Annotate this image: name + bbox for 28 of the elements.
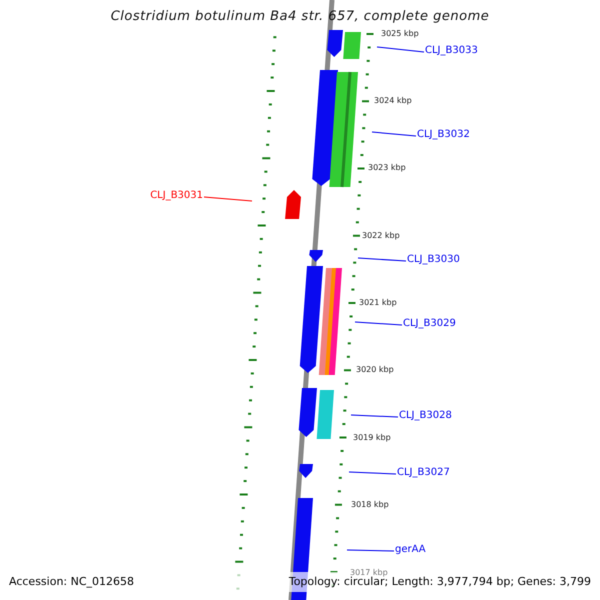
position-label: 3025 kbp [381, 29, 419, 39]
accession-text: Accession: NC_012658 [9, 575, 134, 589]
gene-label: CLJ_B3028 [399, 410, 452, 422]
position-label: 3018 kbp [351, 500, 389, 510]
leader-line [358, 258, 406, 262]
leader-line [372, 132, 416, 136]
gene-label: CLJ_B3032 [417, 129, 470, 141]
leader-line [350, 414, 398, 418]
leader-line [346, 550, 394, 552]
gene-label: CLJ_B3031 [150, 190, 203, 202]
position-label: 3017 kbp [350, 568, 388, 577]
gene-label: CLJ_B3030 [407, 254, 460, 266]
position-label: 3023 kbp [368, 163, 406, 173]
leader-line [204, 196, 252, 202]
position-label: 3019 kbp [353, 433, 391, 443]
position-label: 3020 kbp [356, 365, 394, 375]
gene-label: CLJ_B3029 [403, 318, 456, 330]
leader-line [348, 472, 396, 474]
gene-label: CLJ_B3033 [425, 45, 478, 57]
leader-line [376, 46, 424, 52]
position-label: 3022 kbp [362, 231, 400, 241]
position-label: 3021 kbp [359, 298, 397, 308]
gene-label: gerAA [395, 544, 426, 556]
gene-label: CLJ_B3027 [397, 467, 450, 479]
leader-line [354, 322, 402, 326]
title: Clostridium botulinum Ba4 str. 657, complete genome [110, 9, 490, 24]
genome-summary-text: Topology: circular; Length: 3,977,794 bp; Genes: 3,799 [288, 575, 591, 589]
position-label: 3024 kbp [374, 96, 412, 106]
